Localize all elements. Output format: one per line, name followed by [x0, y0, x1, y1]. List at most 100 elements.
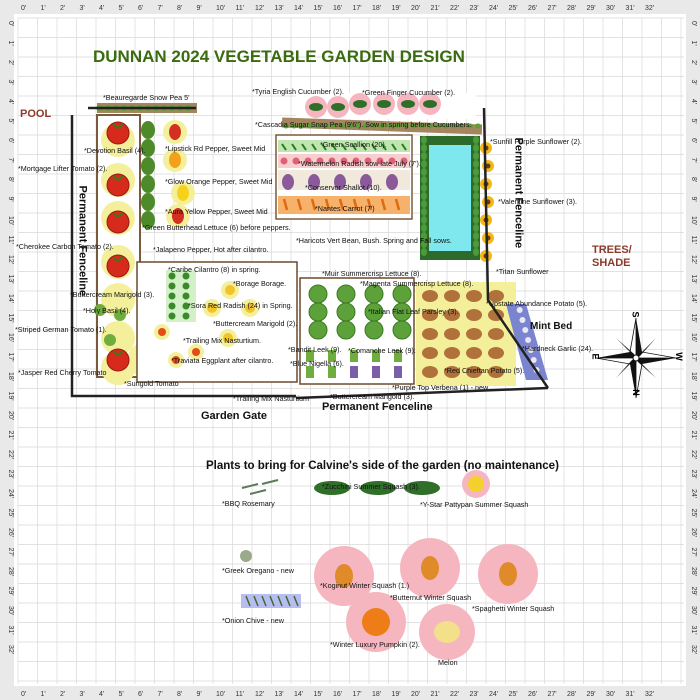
svg-text:30': 30' — [7, 606, 14, 615]
label-buttercream2: *Buttercream Marigold (2). — [213, 319, 298, 328]
compass-s-label: S — [630, 311, 641, 318]
compass-w-label: W — [673, 352, 684, 361]
svg-text:1': 1' — [7, 41, 14, 46]
potato — [466, 366, 482, 378]
radish — [328, 157, 336, 165]
border-leaf — [473, 208, 479, 216]
pea-leaf — [283, 123, 289, 129]
svg-text:31': 31' — [626, 691, 635, 698]
border-leaf — [421, 184, 427, 192]
mint-bed — [506, 304, 548, 380]
label-muir: *Muir Summercrisp Lettuce (8). — [322, 269, 422, 278]
chive — [269, 595, 275, 607]
potato — [422, 328, 438, 340]
label-winter-luxury: *Winter Luxury Pumpkin (2). — [330, 640, 420, 649]
svg-text:3': 3' — [80, 691, 85, 698]
svg-text:5': 5' — [119, 5, 124, 12]
svg-text:15': 15' — [314, 5, 323, 12]
label-zucchini: *Zucchini Summer Squash (3). — [322, 482, 420, 491]
cucumber-strip — [281, 93, 483, 135]
garlic — [527, 347, 534, 353]
lettuce — [308, 302, 328, 322]
svg-text:20': 20' — [7, 411, 14, 420]
svg-text:19': 19' — [690, 392, 697, 401]
pea-leaf — [427, 123, 433, 129]
garlic — [516, 307, 523, 313]
svg-text:7': 7' — [158, 691, 163, 698]
potato — [488, 290, 504, 302]
label-haricots: *Haricots Vert Bean, Bush. Spring and Fa… — [296, 236, 452, 245]
potato — [444, 328, 460, 340]
border-leaf — [473, 216, 479, 224]
fence-bottom-label: Permanent Fenceline — [322, 401, 433, 413]
tomato-stem — [112, 350, 124, 357]
label-green-finger: *Green Finger Cucumber (2). — [362, 88, 456, 97]
svg-text:2': 2' — [60, 691, 65, 698]
svg-text:29': 29' — [587, 691, 596, 698]
cilantro — [168, 302, 176, 310]
svg-text:19': 19' — [392, 5, 401, 12]
carrot — [352, 198, 359, 211]
svg-text:8': 8' — [690, 177, 697, 182]
marigold — [207, 303, 217, 313]
svg-text:11': 11' — [7, 236, 14, 245]
scallion — [371, 143, 377, 151]
svg-text:27': 27' — [7, 548, 14, 557]
svg-text:22': 22' — [690, 450, 697, 459]
chive — [285, 595, 291, 607]
svg-text:0': 0' — [21, 691, 26, 698]
svg-text:9': 9' — [197, 5, 202, 12]
label-caribe: *Caribe Cilantro (8) in spring. — [168, 265, 261, 274]
svg-text:10': 10' — [216, 5, 225, 12]
potato — [488, 347, 504, 359]
label-beauregarde: *Beauregarde Snow Pea 5' — [103, 93, 190, 102]
label-bandit-leek: *Bandit Leek (9). — [288, 345, 342, 354]
svg-text:17': 17' — [353, 691, 362, 698]
label-butternut: *Butternut Winter Squash — [390, 593, 472, 602]
potato — [488, 366, 504, 378]
svg-text:15': 15' — [690, 314, 697, 323]
sunflower-center — [485, 163, 491, 169]
scallion — [341, 143, 347, 151]
svg-text:25': 25' — [690, 509, 697, 518]
label-valentine: *Valentine Sunflower (3). — [498, 197, 577, 206]
cucumber — [309, 103, 323, 111]
tomato-stem — [112, 256, 124, 263]
mint-bed-label: Mint Bed — [530, 321, 573, 332]
svg-text:14': 14' — [690, 294, 697, 303]
label-titan: *Titan Sunflower — [496, 267, 549, 276]
pepper — [177, 185, 189, 201]
svg-text:17': 17' — [353, 5, 362, 12]
rosemary-leaf — [241, 483, 259, 489]
label-red-chieftan: *Red Chieftan Potato (5). — [444, 366, 525, 375]
border-leaf — [421, 200, 427, 208]
carrot — [324, 198, 331, 211]
cilantro — [168, 312, 176, 320]
border-leaf — [421, 136, 427, 144]
potato — [488, 328, 504, 340]
svg-text:4': 4' — [99, 691, 104, 698]
pea-leaf — [451, 123, 457, 129]
tomato-stem — [112, 212, 124, 219]
compass-icon — [595, 317, 677, 399]
calvine-heading: Plants to bring for Calvine's side of th… — [206, 460, 559, 472]
tomato-stem — [112, 175, 124, 182]
svg-text:17': 17' — [690, 353, 697, 362]
svg-text:27': 27' — [548, 5, 557, 12]
label-greek-oregano: *Greek Oregano - new — [222, 566, 294, 575]
label-watermelon-radish: *Watermelon Radish sow late July (7'). — [298, 159, 421, 168]
pool-label: POOL — [20, 108, 52, 120]
svg-text:29': 29' — [587, 5, 596, 12]
svg-text:0': 0' — [690, 21, 697, 26]
svg-text:28': 28' — [567, 691, 576, 698]
svg-text:12': 12' — [690, 255, 697, 264]
marigold — [245, 303, 255, 313]
compass-e-label: E — [590, 353, 601, 360]
svg-text:6': 6' — [138, 691, 143, 698]
label-green-scallion: *Green Scallion (20). — [320, 140, 387, 149]
radish — [400, 157, 408, 165]
pea-leaf — [419, 123, 425, 129]
garlic — [525, 337, 532, 343]
zucchini — [314, 481, 350, 495]
leek — [328, 350, 336, 362]
